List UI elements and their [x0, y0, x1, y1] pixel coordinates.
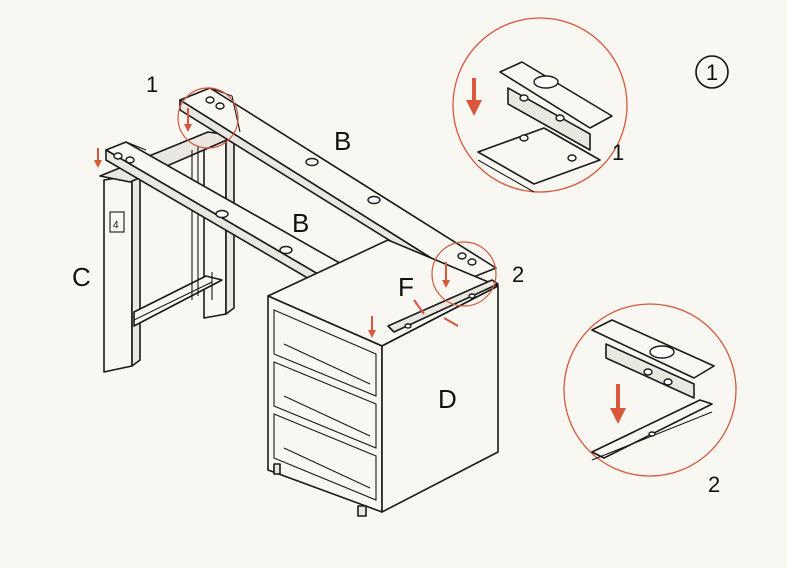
detail-one-caption: 1 [612, 140, 624, 165]
drawer-unit-d [267, 239, 499, 517]
down-arrow-icon [184, 124, 192, 132]
label-beam-b-front: B [292, 208, 309, 238]
detail-one [452, 17, 628, 193]
down-arrow-icon [466, 100, 482, 116]
attachment-point-1-circle [177, 87, 239, 149]
detail-two [563, 303, 737, 477]
label-beam-b-back: B [334, 126, 351, 156]
label-drawer-unit-d: D [438, 384, 457, 414]
step-number: 1 [706, 60, 718, 85]
label-leg-frame-c: C [72, 262, 91, 292]
down-arrow-icon [94, 160, 102, 168]
label-point-2: 2 [512, 262, 524, 287]
down-arrow-icon [442, 280, 450, 288]
detail-two-magnifier [563, 303, 737, 477]
down-arrow-icon [368, 330, 376, 338]
attachment-indicators [94, 87, 497, 338]
step-number-circle [695, 55, 729, 89]
rail-f [387, 279, 499, 333]
label-rail-f: F [398, 272, 414, 302]
down-arrow-icon [610, 408, 626, 424]
detail-two-caption: 2 [708, 472, 720, 497]
label-point-1: 1 [146, 72, 158, 97]
svg-text:4: 4 [113, 220, 119, 231]
attachment-point-2-circle [431, 241, 497, 307]
